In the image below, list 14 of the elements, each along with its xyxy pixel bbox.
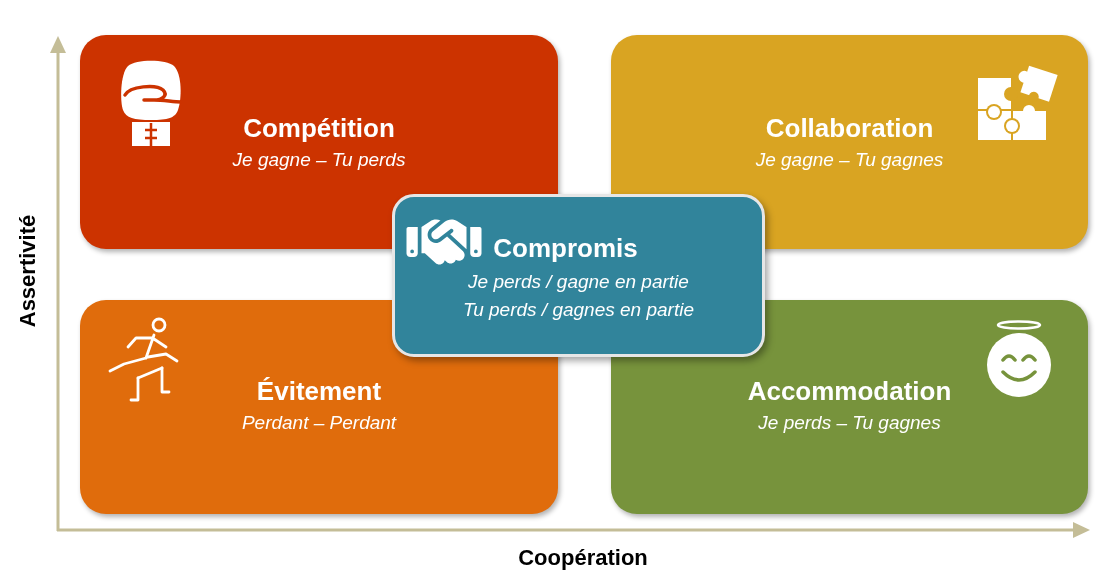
card-subtitle: Je perds – Tu gagnes	[758, 411, 941, 435]
card-title: Collaboration	[765, 112, 934, 144]
card-title: Évitement	[256, 375, 382, 407]
card-subtitle: Je gagne – Tu gagnes	[755, 148, 944, 172]
card-subtitle: Perdant – Perdant	[241, 411, 397, 435]
axis-title: Coopération	[518, 545, 648, 571]
card-subtitle: Je gagne – Tu perds	[232, 148, 406, 172]
card-title: Compromis	[493, 232, 638, 264]
card-subtitle: Je perds / gagne en partie	[468, 270, 689, 294]
card-subtitle: Tu perds / gagnes en partie	[463, 298, 694, 322]
card-title: Compétition	[243, 112, 395, 144]
axis-title: Assertivité	[15, 214, 41, 328]
center-card	[392, 194, 765, 357]
card-title: Accommodation	[747, 375, 952, 407]
